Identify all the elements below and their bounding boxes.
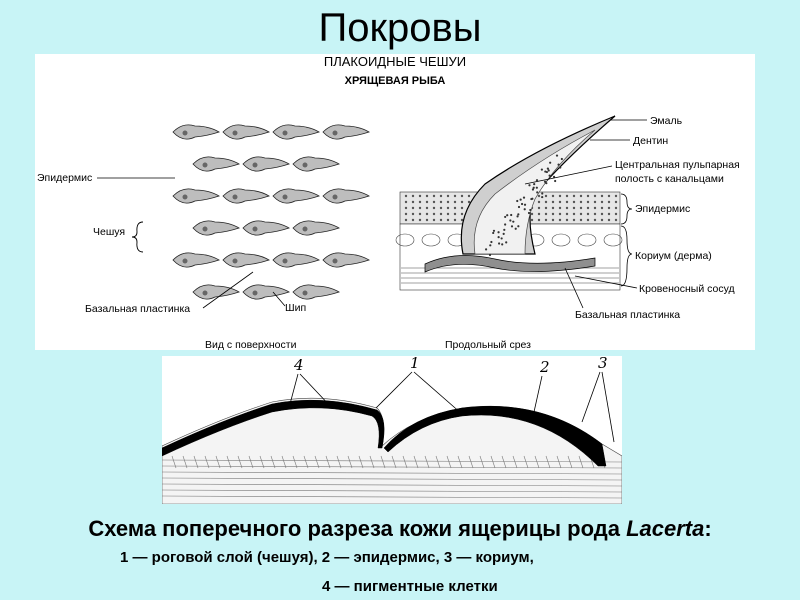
label-surface-view: Вид с поверхности [205,339,297,350]
leader-spine [272,291,286,307]
label-pulp-line1: Центральная пульпарная [615,159,740,171]
caption-prefix: Схема поперечного разреза кожи ящерицы р… [88,516,627,541]
number-4: 4 [293,356,304,374]
legend-line-2: 4 — пигментные клетки [322,578,498,595]
label-corium: Кориум (дерма) [635,250,712,262]
figure-subheader: ХРЯЩЕВАЯ РЫБА [345,75,446,87]
label-longitudinal-section: Продольный срез [445,339,531,350]
label-pulp-line2: полость с канальцами [615,173,724,185]
figure-caption: Схема поперечного разреза кожи ящерицы р… [0,516,800,542]
number-3: 3 [598,356,608,372]
scale-shapes [172,124,370,300]
horny-layer-right [383,405,607,467]
leader-basal-plate-left [202,271,254,309]
label-spine: Шип [285,302,306,314]
placoid-scales-figure: ПЛАКОИДНЫЕ ЧЕШУИ ХРЯЩЕВАЯ РЫБА Эпидермис… [35,54,755,350]
scale-brace [131,221,144,253]
page-title: Покровы [318,6,482,50]
label-enamel: Эмаль [650,115,683,127]
caption-suffix: : [704,516,712,541]
number-2: 2 [539,358,550,376]
label-blood-vessel: Кровеносный сосуд [639,283,735,295]
label-basal-plate-right: Базальная пластинка [575,309,680,321]
horny-layer-left [162,399,385,457]
label-scale: Чешуя [93,226,125,238]
label-dentin: Дентин [633,135,668,147]
figure-header: ПЛАКОИДНЫЕ ЧЕШУИ [324,54,466,69]
surface-view-pattern [161,116,370,326]
legend-line-1: 1 — роговой слой (чешуя), 2 — эпидермис,… [120,549,534,566]
caption-genus: Lacerta [626,516,705,541]
longitudinal-section [395,115,623,291]
label-epidermis-right: Эпидермис [635,203,690,215]
label-basal-plate-left: Базальная пластинка [85,303,190,315]
number-1: 1 [410,356,420,372]
lizard-skin-diagram: 4 1 2 3 [162,356,622,504]
label-epidermis-left: Эпидермис [37,172,92,184]
placoid-scales-diagram: ПЛАКОИДНЫЕ ЧЕШУИ ХРЯЩЕВАЯ РЫБА Эпидермис… [37,54,740,350]
lizard-skin-figure: 4 1 2 3 [162,356,622,504]
